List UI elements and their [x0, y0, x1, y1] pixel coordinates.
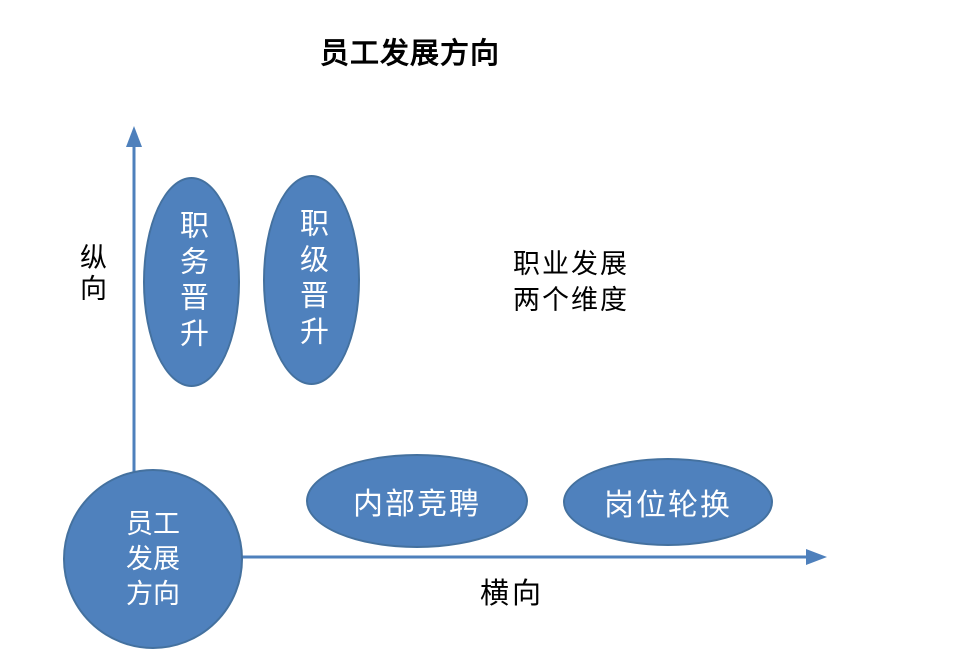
note-line-2: 两个维度 [513, 285, 629, 315]
horizontal-axis-label: 横向 [480, 578, 545, 610]
node-job-rotation-label: 岗位轮换 [604, 489, 732, 522]
career-dimensions-note: 职业发展 两个维度 [513, 246, 629, 318]
node-position-promotion: 职务晋升 [143, 177, 240, 387]
node-internal-competition-label: 内部竞聘 [353, 488, 481, 521]
node-job-rotation: 岗位轮换 [563, 458, 773, 546]
vertical-axis-label: 纵向 [76, 243, 106, 305]
note-line-1: 职业发展 [513, 249, 629, 279]
diagram-title: 员工发展方向 [319, 38, 500, 70]
horizontal-axis-arrow-icon [806, 549, 827, 565]
vertical-axis-arrow-icon [126, 126, 142, 147]
node-employee-development: 员工 发展 方向 [63, 469, 243, 649]
node-rank-promotion-label: 职级晋升 [295, 208, 328, 352]
node-position-promotion-label: 职务晋升 [175, 210, 208, 354]
node-internal-competition: 内部竞聘 [306, 454, 528, 548]
node-rank-promotion: 职级晋升 [263, 175, 360, 385]
